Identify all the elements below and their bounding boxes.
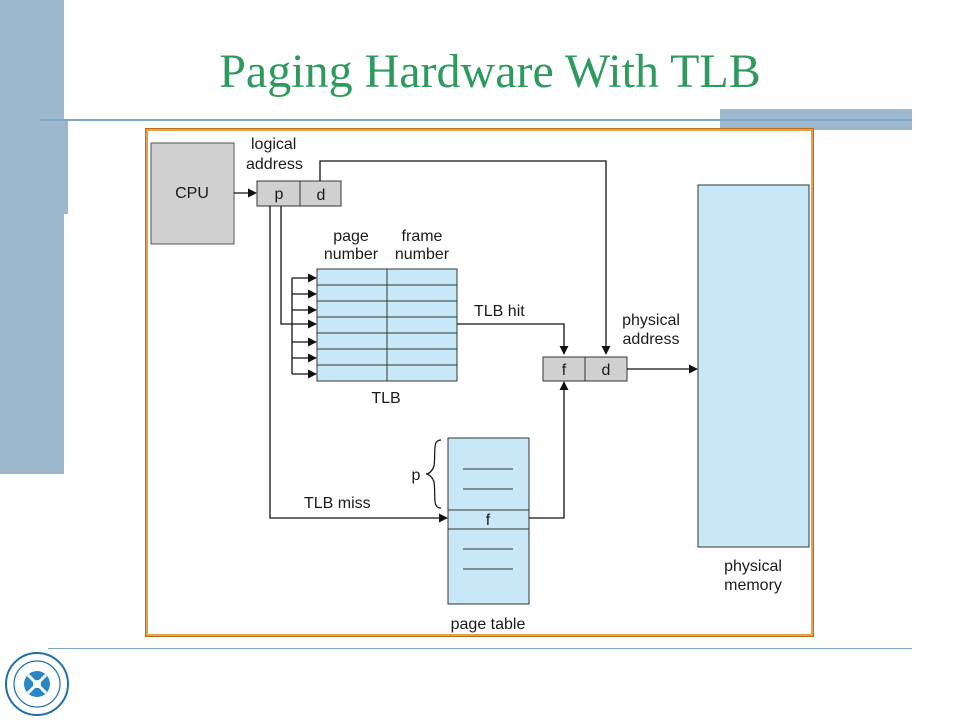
- tlb-miss-arrow: [269, 206, 448, 523]
- left-accent-bar: [0, 0, 64, 474]
- logical-address-label-2: address: [246, 156, 303, 173]
- slide-title: Paging Hardware With TLB: [219, 45, 761, 98]
- page-table: [447, 437, 530, 605]
- page-number-header: page: [333, 228, 369, 245]
- physical-address-label: physical: [622, 312, 680, 329]
- cpu-label: CPU: [175, 185, 209, 202]
- physical-address-label-2: address: [623, 331, 680, 348]
- logical-d-label: d: [317, 187, 326, 204]
- frame-number-header: frame: [402, 228, 443, 245]
- tlb-table: [316, 268, 458, 382]
- physical-d-label: d: [602, 362, 611, 379]
- cpu-box: [150, 142, 235, 245]
- d-to-physical-arrow: [319, 160, 611, 355]
- bottom-rule: [48, 648, 912, 649]
- logical-d-field: [299, 180, 342, 207]
- logical-p-field: [256, 180, 301, 207]
- tlb-hit-label: TLB hit: [474, 303, 525, 320]
- physical-memory-label-2: memory: [724, 577, 782, 594]
- page-number-header-2: number: [324, 246, 379, 263]
- physical-d-field: [584, 356, 628, 382]
- page-table-f-label: f: [486, 512, 491, 529]
- physical-memory-box: [697, 184, 810, 548]
- tlb-label: TLB: [371, 390, 400, 407]
- page-table-to-physical-arrow: [529, 381, 569, 519]
- p-to-tlb-arrows: [280, 206, 317, 379]
- tlb-hit-arrow: [457, 323, 569, 355]
- left-accent-tick: [64, 120, 68, 214]
- frame-number-header-2: number: [395, 246, 450, 263]
- title-rule: [40, 119, 912, 121]
- page-table-p-label: p: [412, 467, 421, 484]
- physical-memory-label: physical: [724, 558, 782, 575]
- logical-p-label: p: [275, 186, 284, 203]
- university-seal-icon: [5, 652, 69, 716]
- physical-f-label: f: [562, 362, 567, 379]
- page-table-brace: [425, 439, 442, 509]
- page-table-label: page table: [451, 616, 526, 633]
- tlb-miss-label: TLB miss: [304, 495, 371, 512]
- logical-address-label: logical: [251, 136, 296, 153]
